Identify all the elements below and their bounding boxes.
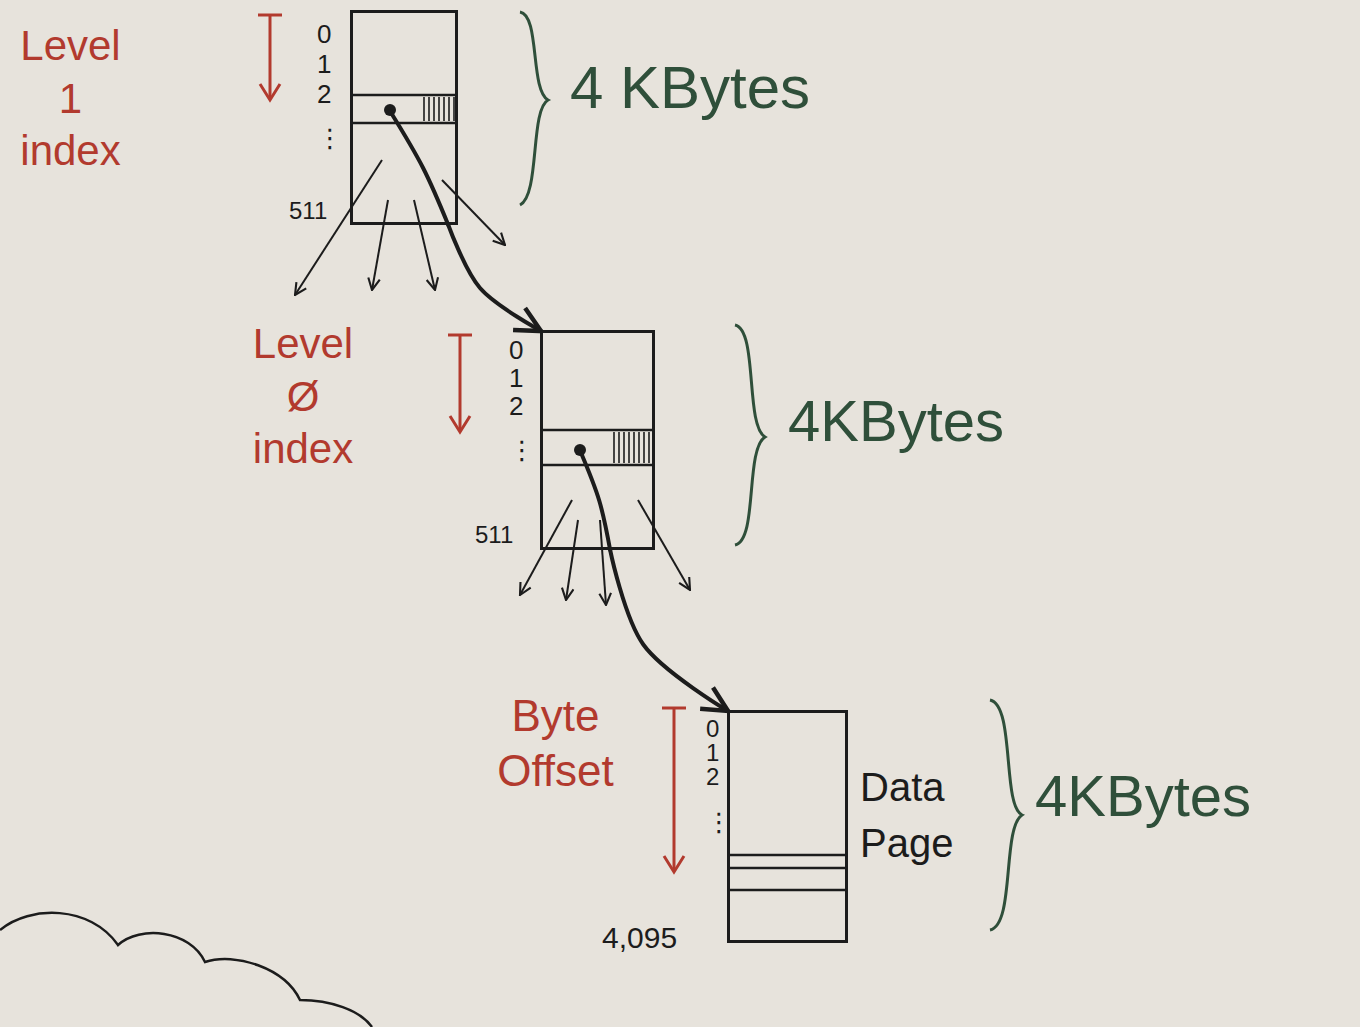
level-label: Level 1 index bbox=[8, 20, 133, 178]
data-page: 012⋮4,095Data Page bbox=[727, 710, 848, 943]
row-index: 511 bbox=[475, 523, 513, 547]
row-index: 0 bbox=[317, 21, 331, 47]
row-index: 1 bbox=[509, 365, 523, 391]
byte-row bbox=[727, 855, 848, 890]
level-0-table: 012⋮511 bbox=[540, 330, 655, 550]
page-label: Data Page bbox=[860, 759, 975, 871]
size-label: 4 KBytes bbox=[570, 50, 810, 125]
table-entry bbox=[350, 95, 458, 123]
row-index: 4,095 bbox=[602, 923, 677, 953]
level-1-table: 012⋮511 bbox=[350, 10, 458, 225]
row-index: ⋮ bbox=[317, 125, 343, 151]
row-index: 2 bbox=[706, 765, 719, 789]
table-entry bbox=[540, 430, 655, 465]
pointer-arrow bbox=[448, 225, 541, 331]
offset-label: Byte Offset bbox=[468, 688, 643, 798]
row-index: 2 bbox=[317, 81, 331, 107]
row-index: 1 bbox=[706, 741, 719, 765]
row-index: 2 bbox=[509, 393, 523, 419]
row-index: 0 bbox=[509, 337, 523, 363]
level-label: Level Ø index bbox=[238, 318, 368, 476]
row-index: 0 bbox=[706, 717, 719, 741]
row-index: ⋮ bbox=[509, 437, 535, 463]
row-index: ⋮ bbox=[706, 809, 732, 835]
row-index: 1 bbox=[317, 51, 331, 77]
pointer-tail bbox=[580, 451, 610, 550]
pointer-tail bbox=[390, 111, 448, 225]
cloud-sketch bbox=[0, 913, 372, 1027]
size-label: 4KBytes bbox=[1035, 760, 1251, 833]
size-label: 4KBytes bbox=[788, 385, 1004, 458]
fan-out-arrows bbox=[295, 160, 690, 605]
row-index: 511 bbox=[289, 199, 327, 223]
pointer-arrow bbox=[610, 550, 728, 711]
